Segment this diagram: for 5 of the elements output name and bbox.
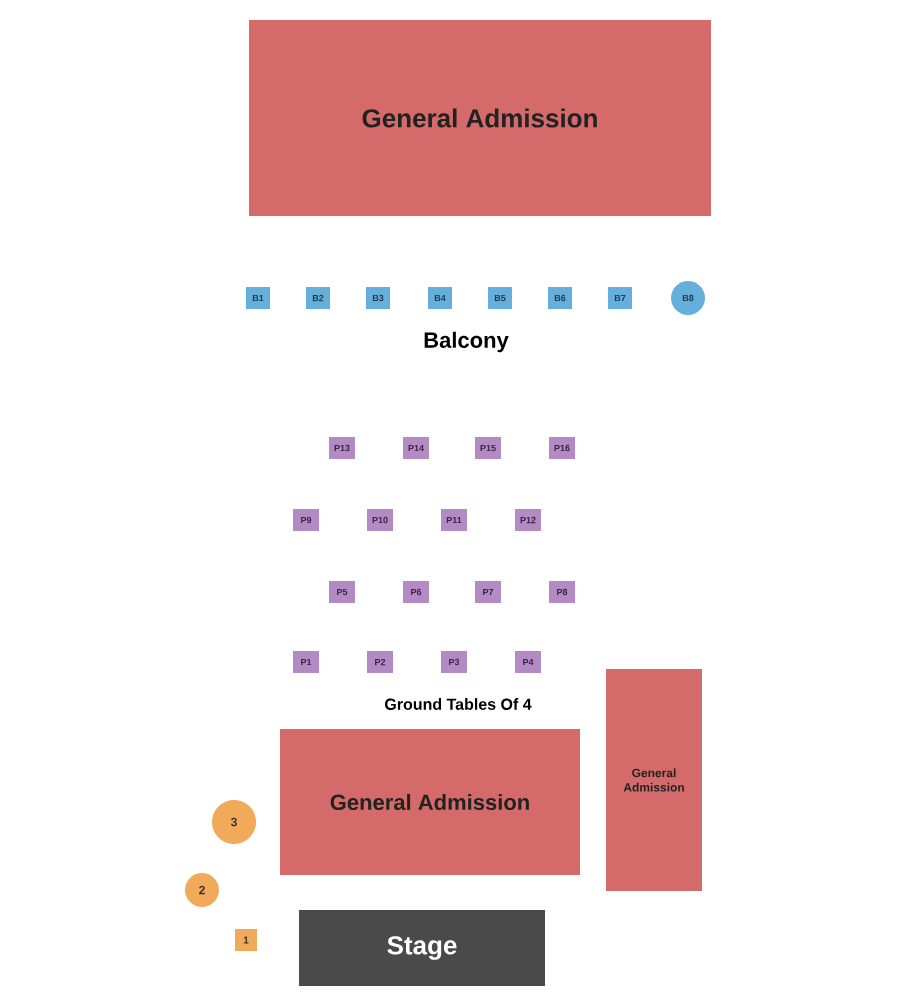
section-label: Ground Tables Of 4 [385,698,532,710]
general-admission-section: General Admission [280,729,580,875]
general-admission-section: General Admission [249,20,711,216]
section-label: Balcony [424,331,509,353]
stage-block: Stage [299,910,545,986]
